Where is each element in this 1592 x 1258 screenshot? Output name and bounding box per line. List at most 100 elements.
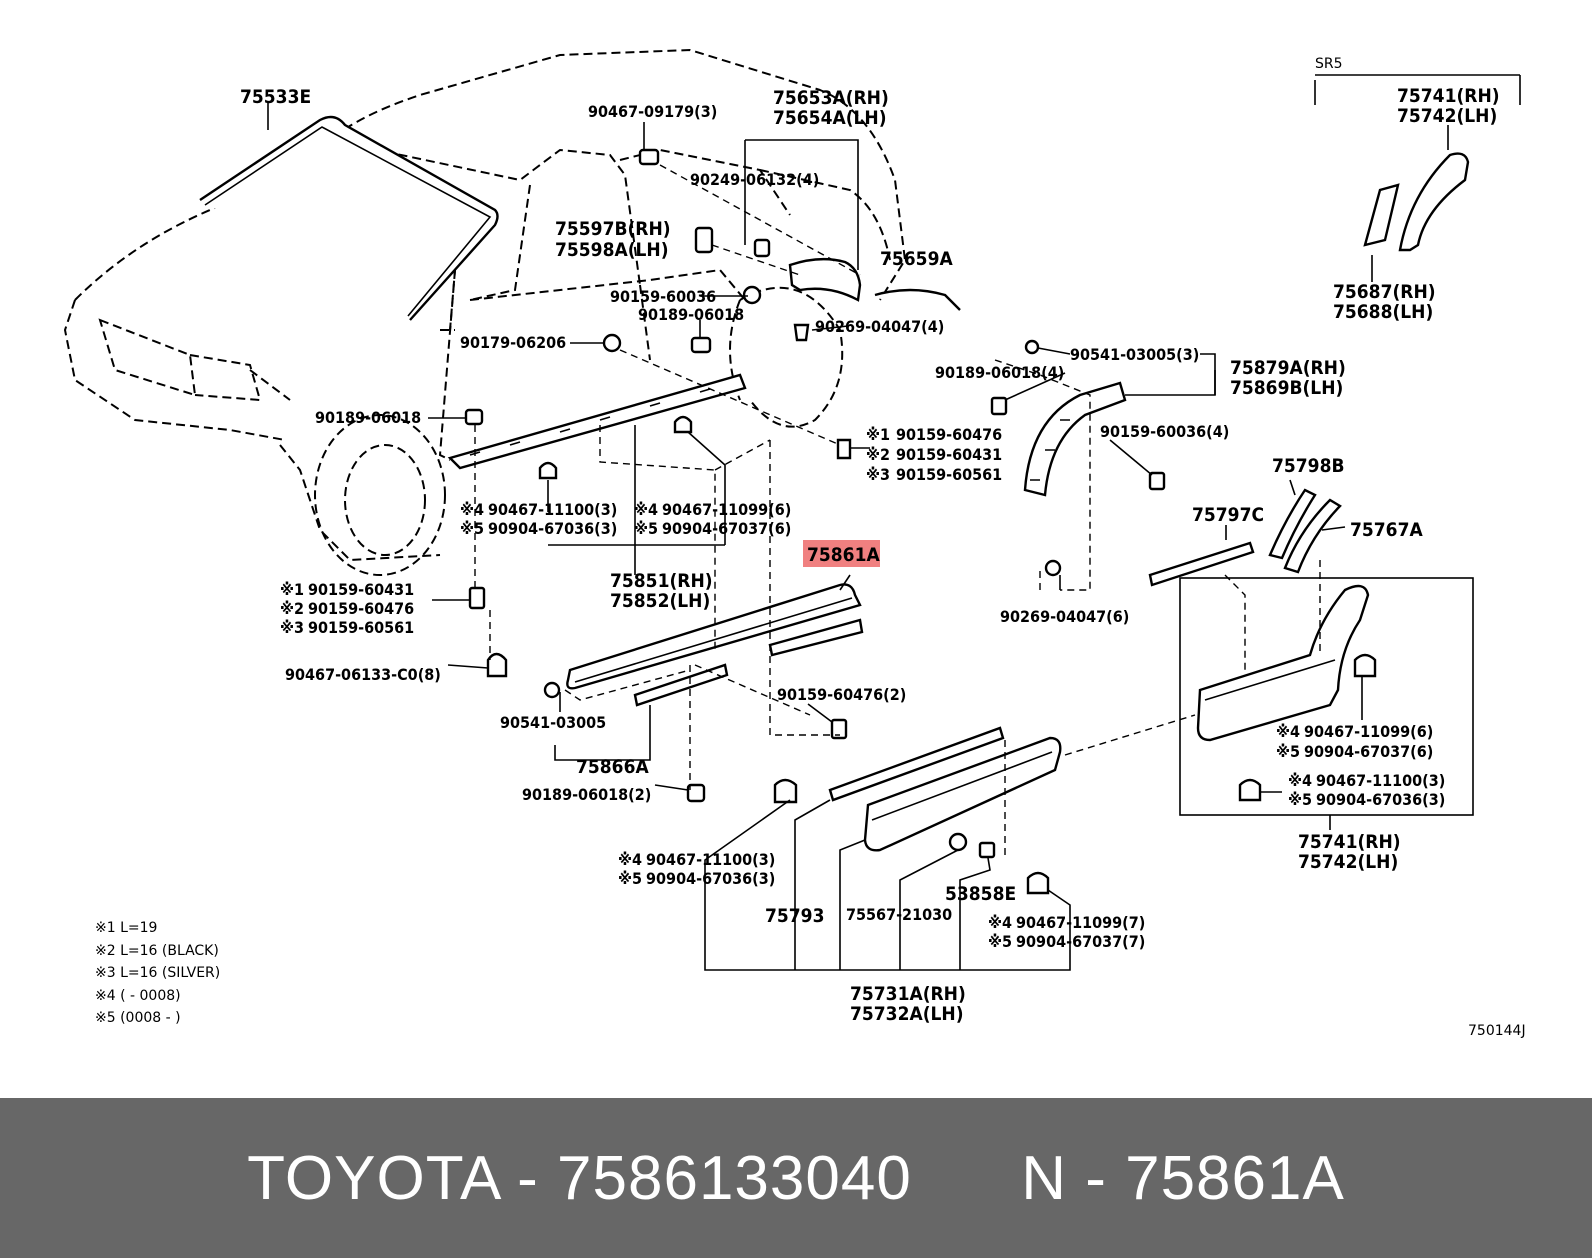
label-75866A: 75866A xyxy=(576,756,649,778)
notes-legend: ※1 L=19 ※2 L=16 (BLACK) ※3 L=16 (SILVER)… xyxy=(95,920,220,1026)
label-f4: 90467-11100(3) xyxy=(1316,771,1445,790)
label-d5: 90904-67037(6) xyxy=(662,519,791,538)
note-1: ※1 L=19 xyxy=(95,920,157,936)
label-75653A: 75653A(RH) xyxy=(773,87,889,109)
diagram-ref: 75861A xyxy=(1125,1143,1345,1213)
label-75797C: 75797C xyxy=(1192,504,1264,526)
label-h5: 90904-67037(7) xyxy=(1016,932,1145,951)
note-3: ※3 L=16 (SILVER) xyxy=(95,965,220,981)
note-4: ※4 ( - 0008) xyxy=(95,988,181,1004)
door-moulding-75731A xyxy=(828,726,1062,852)
label-sr5-75741: 75741(RH) xyxy=(1397,85,1500,107)
label-90541-3: 90541-03005(3) xyxy=(1070,345,1199,364)
label-75688: 75688(LH) xyxy=(1333,301,1433,323)
label-75567: 75567-21030 xyxy=(846,905,952,924)
label-75597B: 75597B(RH) xyxy=(555,218,671,240)
label-c5: 90904-67036(3) xyxy=(488,519,617,538)
label-e5: 90904-67037(6) xyxy=(1304,742,1433,761)
label-90541: 90541-03005 xyxy=(500,713,606,732)
label-g4: 90467-11100(3) xyxy=(646,850,775,869)
label-75852: 75852(LH) xyxy=(610,590,710,612)
caption-gap xyxy=(912,1144,1021,1213)
part-caption-bar: TOYOTA - 7586133040 N - 75861A xyxy=(0,1098,1592,1258)
label-75879A: 75879A(RH) xyxy=(1230,357,1346,379)
label-90179: 90179-06206 xyxy=(460,333,566,352)
rocker-retainer-strip xyxy=(447,373,747,470)
leader-lines xyxy=(428,74,1521,971)
brand-name: TOYOTA xyxy=(247,1143,499,1213)
rear-arch-liner xyxy=(1023,381,1127,497)
assembly-dashed-lines xyxy=(474,164,1321,860)
label-90269-04047-4: 90269-04047(4) xyxy=(815,317,944,336)
label-75687: 75687(RH) xyxy=(1333,281,1436,303)
mark-1: ※1 xyxy=(866,425,890,444)
caption-separator-2: - xyxy=(1066,1143,1126,1213)
label-90189-06018-2: 90189-06018(2) xyxy=(522,785,651,804)
label-75732A: 75732A(LH) xyxy=(850,1003,964,1025)
label-75533E: 75533E xyxy=(240,86,311,108)
label-75741-box: 75741(RH) xyxy=(1298,831,1401,853)
variant-code: N xyxy=(1021,1143,1067,1213)
label-r2: 90159-60431 xyxy=(896,445,1002,464)
part-caption: TOYOTA - 7586133040 N - 75861A xyxy=(247,1143,1345,1214)
label-75659A: 75659A xyxy=(880,248,953,270)
label-75598A: 75598A(LH) xyxy=(555,239,669,261)
label-90159-60036: 90159-60036 xyxy=(610,287,716,306)
label-r1: 90159-60476 xyxy=(896,425,1002,444)
part-number: 7586133040 xyxy=(557,1143,912,1213)
label-75851: 75851(RH) xyxy=(610,570,713,592)
label-sr5-75742: 75742(LH) xyxy=(1397,105,1497,127)
label-75869B: 75869B(LH) xyxy=(1230,377,1343,399)
caption-separator: - xyxy=(498,1143,558,1213)
rear-quarter-moulding-box xyxy=(1148,488,1474,816)
label-90269-04047-6: 90269-04047(6) xyxy=(1000,607,1129,626)
label-75742-box: 75742(LH) xyxy=(1298,851,1398,873)
mark-3: ※3 xyxy=(866,465,890,484)
label-90467-09179: 90467-09179(3) xyxy=(588,102,717,121)
label-90249: 90249-06132(4) xyxy=(690,170,819,189)
clips xyxy=(464,148,1377,895)
label-90159-60036-4: 90159-60036(4) xyxy=(1100,422,1229,441)
label-75731A: 75731A(RH) xyxy=(850,983,966,1005)
front-fender-flare xyxy=(788,257,961,311)
label-75798B: 75798B xyxy=(1272,455,1345,477)
label-l3: 90159-60561 xyxy=(308,618,414,637)
note-5: ※5 (0008 - ) xyxy=(95,1010,181,1026)
rocker-moulding-75861A xyxy=(566,583,864,707)
label-h4: 90467-11099(7) xyxy=(1016,913,1145,932)
diagram-canvas: SR5 75533E 90467-09179(3) 75653A(RH) 756… xyxy=(63,48,1526,1039)
label-c4: 90467-11100(3) xyxy=(488,500,617,519)
label-l1: 90159-60431 xyxy=(308,580,414,599)
label-l2: 90159-60476 xyxy=(308,599,414,618)
label-90159-60476-2: 90159-60476(2) xyxy=(777,685,906,704)
label-90189-06018-left: 90189-06018 xyxy=(315,408,421,427)
label-75861A: 75861A xyxy=(807,544,880,566)
label-90189-06018-4: 90189-06018(4) xyxy=(935,363,1064,382)
sr5-flares xyxy=(1363,152,1470,252)
windshield-moulding xyxy=(199,102,499,321)
label-53858E: 53858E xyxy=(945,883,1016,905)
label-f5: 90904-67036(3) xyxy=(1316,790,1445,809)
reference-code: 750144J xyxy=(1468,1023,1526,1039)
label-75654A: 75654A(LH) xyxy=(773,107,887,129)
label-e4: 90467-11099(6) xyxy=(1304,722,1433,741)
sr5-label: SR5 xyxy=(1315,56,1343,72)
